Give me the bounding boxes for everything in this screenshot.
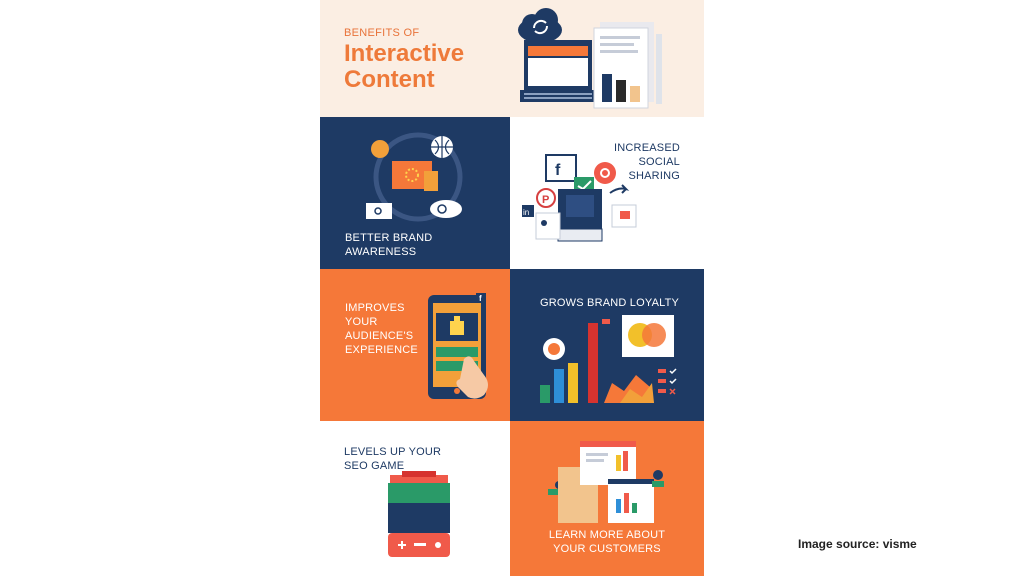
tile-label: LEARN MORE ABOUT YOUR CUSTOMERS	[548, 529, 666, 555]
header-title: Interactive Content	[344, 40, 465, 93]
tile-social-sharing: INCREASED SOCIAL SHARING f P in	[510, 117, 704, 269]
infographic-header: BENEFITS OF Interactive Content	[320, 0, 704, 117]
tile-customers: LEARN MORE ABOUT YOUR CUSTOMERS	[510, 421, 704, 576]
svg-text:in: in	[523, 208, 529, 217]
tile-brand-loyalty: GROWS BRAND LOYALTY	[510, 269, 704, 421]
tile-seo: LEVELS UP YOUR SEO GAME	[320, 421, 510, 576]
social-sharing-illustration: f P in	[522, 154, 637, 242]
document-chart-icon	[593, 22, 662, 109]
game-console-icon	[388, 471, 450, 557]
tile-brand-awareness: BETTER BRAND AWARENESS	[320, 117, 510, 269]
image-source-caption: Image source: visme	[798, 537, 917, 551]
tile-label: LEVELS UP YOUR SEO GAME	[344, 446, 442, 472]
header-kicker: BENEFITS OF	[344, 27, 420, 39]
tile-label: BETTER BRAND AWARENESS	[345, 232, 433, 258]
laptop-icon	[520, 40, 596, 102]
tile-label: GROWS BRAND LOYALTY	[540, 297, 680, 309]
infographic: BENEFITS OF Interactive Content	[320, 0, 704, 576]
thumbs-up-icon	[450, 316, 464, 335]
smartphone-illustration: f	[428, 293, 488, 399]
hand-pointer-icon	[456, 356, 488, 399]
search-icon	[366, 203, 392, 219]
brand-awareness-illustration	[366, 132, 463, 222]
header-illustration	[518, 8, 662, 109]
bar-chart-icon	[540, 323, 598, 403]
dashboard-icon	[548, 441, 664, 523]
svg-text:f: f	[479, 294, 482, 303]
brand-loyalty-illustration	[540, 315, 677, 403]
facebook-icon: f	[545, 154, 577, 182]
svg-text:f: f	[555, 162, 561, 179]
instagram-icon	[594, 162, 616, 184]
lightbulb-icon	[371, 140, 389, 158]
share-icon	[609, 184, 630, 194]
pinterest-icon: P	[536, 188, 556, 208]
tile-label: IMPROVES YOUR AUDIENCE'S EXPERIENCE	[345, 302, 418, 356]
venn-diagram-icon	[622, 315, 674, 357]
linkedin-icon: in	[522, 205, 534, 217]
tile-audience-experience: IMPROVES YOUR AUDIENCE'S EXPERIENCE f	[320, 269, 510, 421]
tile-label: INCREASED SOCIAL SHARING	[614, 142, 680, 182]
cloud-sync-icon	[518, 8, 562, 43]
svg-text:P: P	[542, 194, 549, 206]
